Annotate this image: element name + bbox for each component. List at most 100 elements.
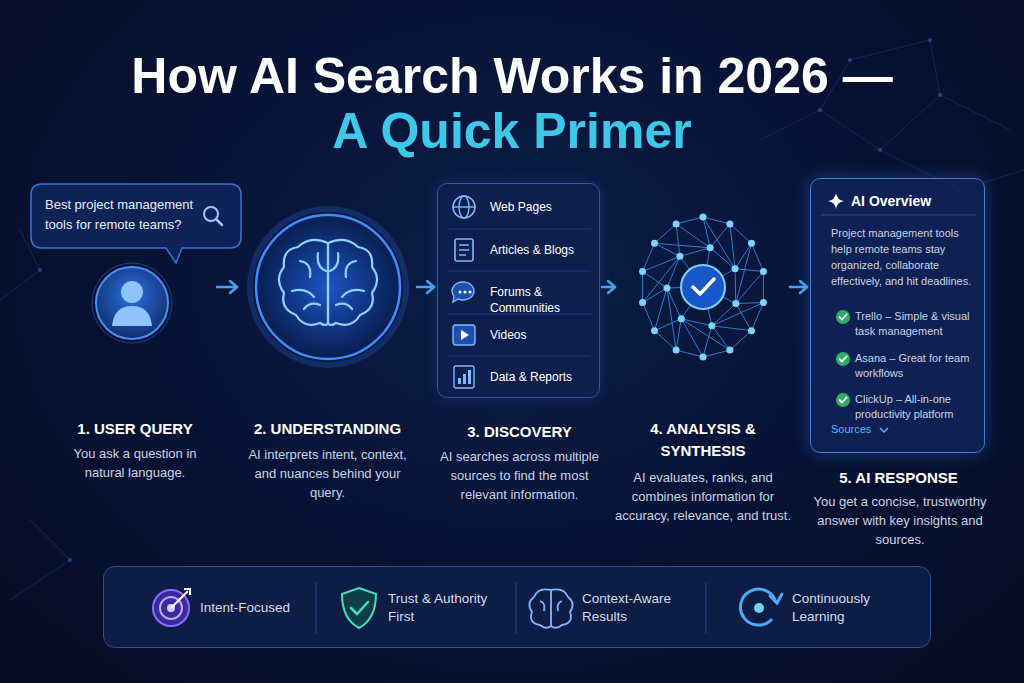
line-shape [448, 271, 591, 272]
target-icon [153, 590, 189, 626]
shield-icon [351, 602, 368, 614]
line-shape [681, 319, 730, 350]
rect-shape [463, 374, 466, 384]
check-icon [840, 398, 847, 403]
feature-text: Trust & Authority First [388, 590, 510, 626]
source-icon [452, 282, 474, 302]
circle-shape [469, 291, 472, 294]
line-shape [735, 243, 751, 268]
line-shape [736, 302, 764, 304]
source-item: Web Pages [490, 199, 598, 215]
overview-heading: AI Overview [851, 191, 976, 211]
step-body: You ask a question in natural language. [67, 444, 203, 482]
query-bubble: Best project management tools for remote… [30, 183, 242, 249]
network-dot [732, 265, 739, 272]
brain-circle [256, 215, 400, 359]
check-icon [836, 352, 850, 366]
rect-shape [454, 366, 474, 388]
user-icon [121, 281, 143, 303]
line-shape [736, 303, 752, 330]
step-body: AI interprets intent, context, and nuanc… [246, 445, 409, 502]
network-dot [726, 220, 733, 227]
step-heading: 1. USER QUERY [55, 418, 215, 440]
analysis-node: 4. ANALYSIS & SYNTHESISAI evaluates, ran… [618, 200, 788, 560]
cycle-icon [770, 594, 782, 603]
line-shape [736, 271, 764, 303]
network-dot [760, 299, 767, 306]
feature-text: Intent-Focused [200, 599, 312, 617]
brain-icon [529, 589, 572, 627]
path-shape [529, 589, 551, 627]
step-body: AI evaluates, ranks, and combines inform… [612, 468, 794, 525]
overview-item: ClickUp – All-in-one productivity platfo… [855, 392, 979, 422]
search-icon [216, 219, 222, 225]
user-icon [112, 306, 152, 326]
flow-arrow [602, 281, 615, 293]
rect-shape [455, 239, 473, 261]
divider [821, 215, 976, 216]
line-shape [730, 331, 752, 350]
source-icon [453, 196, 475, 218]
network-dot [732, 300, 739, 307]
network-dot [639, 299, 646, 306]
glow-ring [92, 263, 172, 343]
analysis-node-art [618, 200, 788, 380]
path-shape [327, 243, 329, 323]
line-shape [642, 271, 643, 302]
user-node-art [55, 250, 215, 350]
path-shape [551, 589, 573, 627]
line-shape [643, 303, 655, 331]
path-shape [279, 240, 328, 325]
subtitle: A Quick Primer [0, 101, 1024, 161]
line-shape [448, 356, 591, 357]
line-shape [680, 248, 710, 257]
network-dot [700, 354, 707, 361]
sources-panel: Web PagesArticles & BlogsForums & Commun… [437, 183, 600, 398]
source-icon [454, 366, 474, 388]
arrow-head [427, 281, 434, 293]
line-shape [448, 229, 591, 230]
flow-arrow [217, 281, 237, 293]
network-dot [708, 322, 715, 329]
path-shape [330, 253, 364, 309]
divider [516, 583, 517, 633]
line-shape [735, 269, 737, 304]
step-heading: 2. UNDERSTANDING [240, 418, 415, 440]
line-shape [712, 326, 752, 331]
line-shape [703, 350, 730, 357]
overview-item: Trello – Simple & visual task management [855, 309, 979, 339]
arrow-line [217, 286, 237, 289]
line-shape [681, 319, 703, 357]
circle-shape [453, 196, 475, 218]
line-shape [667, 256, 680, 288]
line-shape [676, 319, 681, 350]
arrow-head [230, 281, 237, 293]
flow-arrow [790, 281, 807, 293]
line-shape [676, 224, 710, 248]
network-dot [700, 214, 707, 221]
line-shape [643, 271, 667, 288]
line-shape [735, 269, 763, 272]
cycle-icon [754, 603, 764, 613]
network-dot [651, 240, 658, 247]
check-icon [836, 393, 850, 407]
chevron-icon [880, 428, 888, 432]
shield-icon [342, 588, 376, 628]
divider [316, 583, 317, 633]
line-shape [681, 319, 712, 326]
query-text: Best project management tools for remote… [45, 195, 200, 235]
path-shape [459, 245, 469, 255]
cycle-icon [740, 589, 776, 625]
title: How AI Search Works in 2026 — [0, 46, 1024, 106]
line-shape [655, 331, 677, 350]
source-item: Articles & Blogs [490, 242, 598, 258]
check-icon [840, 357, 847, 362]
target-icon [171, 589, 190, 608]
network-dot [707, 244, 714, 251]
network-dot [673, 220, 680, 227]
user-node: 1. USER QUERY You ask a question in natur… [55, 250, 215, 500]
line-shape [655, 224, 677, 243]
feature-band: Intent-FocusedTrust & Authority FirstCon… [103, 566, 931, 648]
path-shape [540, 601, 562, 611]
